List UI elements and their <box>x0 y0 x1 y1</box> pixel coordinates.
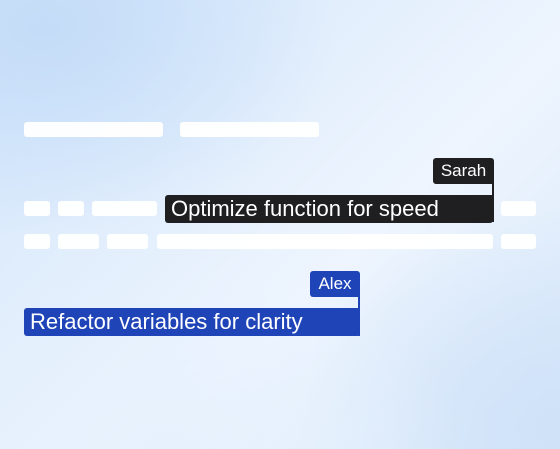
text-placeholder <box>58 234 99 249</box>
text-placeholder <box>157 234 493 249</box>
text-placeholder <box>24 201 50 216</box>
text-placeholder <box>24 234 50 249</box>
text-placeholder <box>58 201 84 216</box>
highlighted-text-sarah[interactable]: Optimize function for speed <box>165 195 493 223</box>
text-placeholder <box>501 201 536 216</box>
user-cursor-label-sarah: Sarah <box>433 158 494 184</box>
text-placeholder <box>501 234 536 249</box>
text-placeholder <box>180 122 319 137</box>
text-placeholder <box>107 234 148 249</box>
user-cursor-caret-sarah <box>492 178 494 222</box>
user-cursor-label-alex: Alex <box>310 271 360 297</box>
highlighted-text-alex[interactable]: Refactor variables for clarity <box>24 308 360 336</box>
text-placeholder <box>24 122 163 137</box>
text-placeholder <box>92 201 157 216</box>
